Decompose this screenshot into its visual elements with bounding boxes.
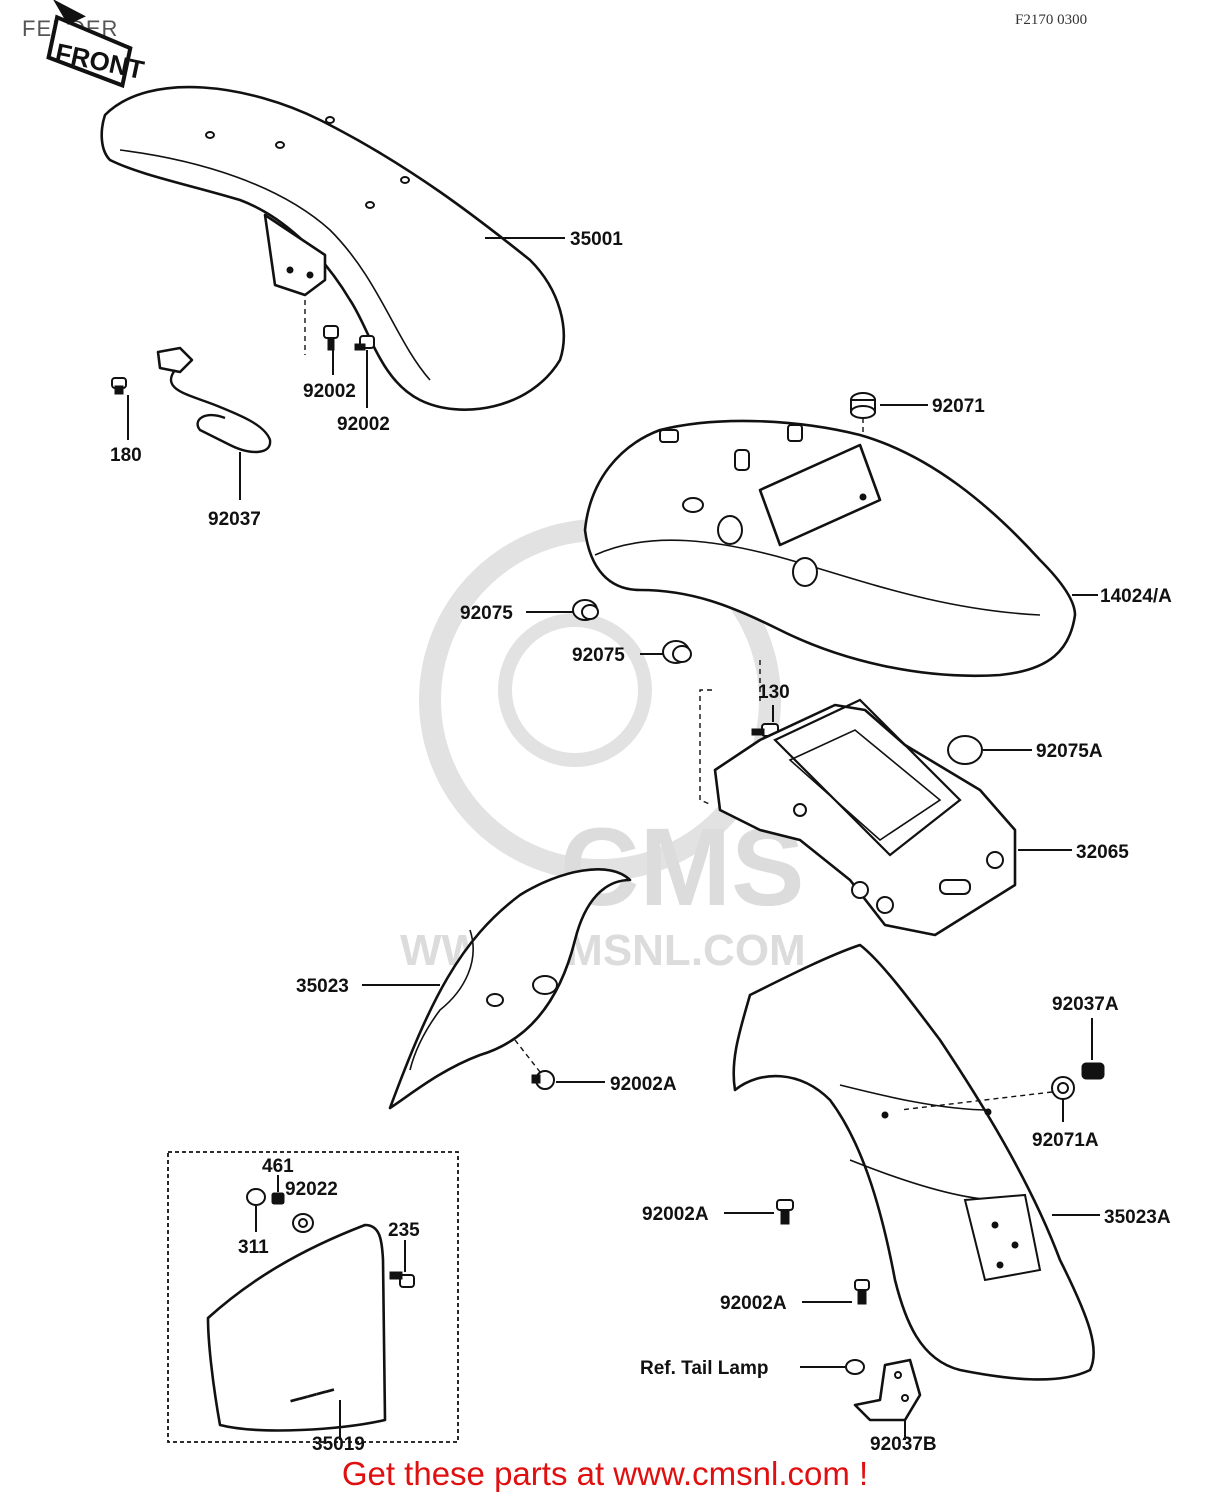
part-label-35023A: 35023A bbox=[1104, 1207, 1171, 1228]
bolt-92002-a bbox=[323, 325, 339, 351]
part-label-130: 130 bbox=[758, 682, 790, 703]
bolt-92002A-b bbox=[776, 1199, 794, 1225]
cap-92075A bbox=[947, 735, 983, 765]
flap-35023 bbox=[388, 868, 632, 1110]
rear-fender-inner-14024A bbox=[583, 419, 1077, 678]
part-label-92002A-a: 92002A bbox=[610, 1074, 677, 1095]
clamp-92037 bbox=[156, 346, 272, 454]
nut-92022 bbox=[271, 1192, 285, 1205]
rear-fender-35023A bbox=[732, 943, 1096, 1381]
front-arrow-head-icon bbox=[52, 0, 86, 25]
part-label-32065: 32065 bbox=[1076, 842, 1129, 863]
grommet-92075-a bbox=[572, 599, 599, 621]
ref-tail-lamp-label: Ref. Tail Lamp bbox=[640, 1358, 768, 1379]
part-label-235: 235 bbox=[388, 1220, 420, 1241]
part-label-92037B: 92037B bbox=[870, 1434, 937, 1450]
grommet-461 bbox=[246, 1188, 266, 1206]
front-direction-tag: FRONT bbox=[46, 0, 147, 89]
grommet-92075-b bbox=[662, 640, 692, 664]
part-label-92002-b: 92002 bbox=[337, 414, 390, 435]
front-arrow-icon bbox=[46, 14, 133, 89]
part-label-461: 461 bbox=[262, 1156, 294, 1177]
front-fender-35001 bbox=[100, 85, 566, 411]
part-label-92071A: 92071A bbox=[1032, 1130, 1099, 1151]
part-label-92002A-c: 92002A bbox=[720, 1293, 787, 1314]
screw-235 bbox=[389, 1271, 415, 1288]
dash-bracket-left bbox=[699, 689, 713, 806]
part-label-35001: 35001 bbox=[570, 229, 623, 250]
footer-promo-link[interactable]: Get these parts at www.cmsnl.com ! bbox=[341, 1455, 869, 1492]
bolt-92002-b bbox=[354, 335, 375, 351]
part-label-35023: 35023 bbox=[296, 976, 349, 997]
part-label-92075A: 92075A bbox=[1036, 741, 1103, 762]
part-label-92071: 92071 bbox=[932, 396, 985, 417]
part-label-92002-a: 92002 bbox=[303, 381, 356, 402]
tail-lamp-ref-nut bbox=[845, 1359, 865, 1375]
part-label-92022: 92022 bbox=[285, 1179, 338, 1200]
part-label-180: 180 bbox=[110, 445, 142, 466]
part-label-92037A: 92037A bbox=[1052, 994, 1119, 1015]
part-label-14024A: 14024/A bbox=[1100, 586, 1172, 607]
exploded-parts-diagram: CMS WWW.CMSNL.COM FRONT 35001 bbox=[46, 0, 1172, 1450]
part-label-92002A-b: 92002A bbox=[642, 1204, 709, 1225]
nut-92037A bbox=[1081, 1062, 1105, 1080]
part-label-92075-b: 92075 bbox=[572, 645, 625, 666]
grommet-92071 bbox=[850, 392, 876, 419]
dash-92002A-a bbox=[514, 1039, 541, 1073]
part-label-311: 311 bbox=[238, 1237, 269, 1258]
watermark-mascot-face bbox=[498, 613, 652, 767]
side-cover-35019: ▬▬▬▬▬ bbox=[206, 1223, 387, 1432]
part-label-92075-a: 92075 bbox=[460, 603, 513, 624]
bracket-92037B bbox=[853, 1358, 922, 1422]
part-label-92037: 92037 bbox=[208, 509, 261, 530]
screw-180 bbox=[111, 377, 127, 395]
dash-92071A bbox=[899, 1091, 1053, 1111]
diagram-code: F2170 0300 bbox=[1015, 12, 1088, 28]
inset-box-35019 bbox=[167, 1151, 459, 1443]
washer-311 bbox=[292, 1213, 314, 1233]
bracket-32065 bbox=[713, 698, 1017, 937]
part-label-35019: 35019 bbox=[312, 1434, 365, 1450]
bolt-92002A-a bbox=[531, 1070, 555, 1090]
washer-92071A bbox=[1051, 1076, 1075, 1100]
bolt-92002A-c bbox=[854, 1279, 870, 1305]
